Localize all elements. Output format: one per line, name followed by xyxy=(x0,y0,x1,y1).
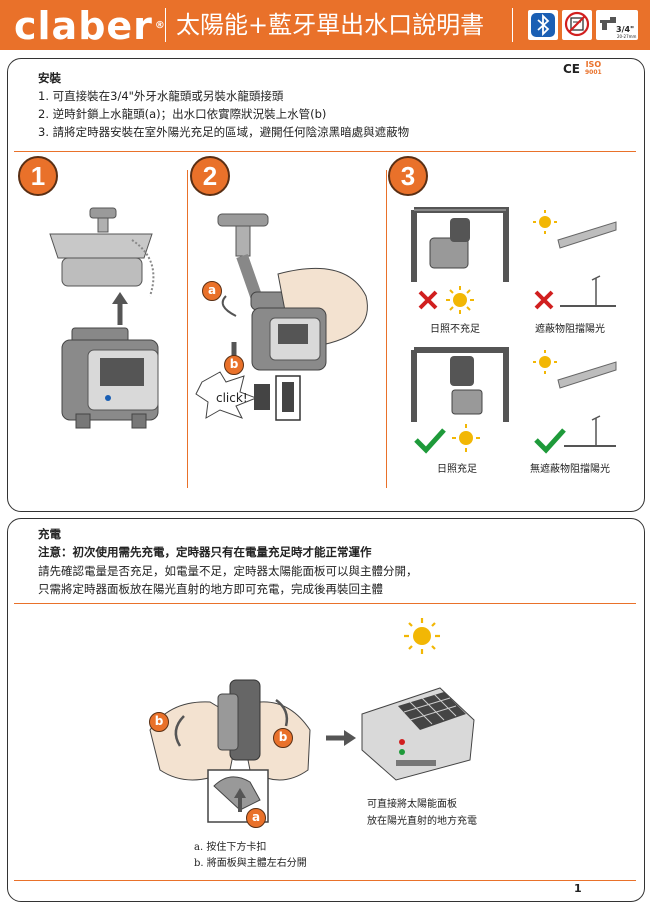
caption-no-block: 無遮蔽物阻擋陽光 xyxy=(530,464,610,475)
header-bar: claber® 太陽能+藍牙單出水口說明書 3/4" 20-27mm xyxy=(0,0,650,50)
charging-label-b-right: b xyxy=(273,728,293,748)
charging-label-a: a xyxy=(246,808,266,828)
ce-mark: CE xyxy=(563,62,581,76)
label-a: a xyxy=(202,281,222,301)
step-2-illustration xyxy=(195,213,368,421)
page-title: 太陽能+藍牙單出水口說明書 xyxy=(176,11,485,39)
install-line-2: 2. 逆時針鎖上水龍頭(a)；出水口依實際狀況裝上水管(b) xyxy=(38,107,327,121)
svg-text:20-27mm: 20-27mm xyxy=(617,34,637,39)
caption-left-2: b. 將面板與主體左右分開 xyxy=(194,858,307,869)
install-line-3: 3. 請將定時器安裝在室外陽光充足的區域，避開任何陰涼黑暗處與遮蔽物 xyxy=(38,125,410,139)
step-divider xyxy=(386,170,387,488)
click-label: click! xyxy=(216,391,248,405)
install-line-1: 1. 可直接裝在3/4"外牙水龍頭或另裝水龍頭接頭 xyxy=(38,89,284,103)
caption-blocked: 遮蔽物阻擋陽光 xyxy=(535,324,605,335)
charging-line-2: 只需將定時器面板放在陽光直射的地方即可充電，完成後再裝回主體 xyxy=(38,582,383,596)
caption-sun-ok: 日照充足 xyxy=(437,464,477,475)
step-1-illustration xyxy=(49,207,159,429)
caption-right-1: 可直接將太陽能面板 xyxy=(367,799,457,810)
svg-text:3/4": 3/4" xyxy=(616,25,634,34)
install-divider xyxy=(14,151,636,152)
charging-divider xyxy=(14,603,636,604)
header-divider xyxy=(512,8,513,42)
no-drinking-water-icon xyxy=(562,10,592,40)
install-title: 安裝 xyxy=(38,71,61,85)
charging-panel xyxy=(7,518,645,902)
charging-title: 充電 xyxy=(38,527,61,541)
bluetooth-icon xyxy=(528,10,558,40)
caption-right-2: 放在陽光直射的地方充電 xyxy=(367,816,477,827)
step-3-illustration xyxy=(411,207,617,454)
charging-label-b-left: b xyxy=(149,712,169,732)
step-3-badge: 3 xyxy=(388,156,428,196)
faucet-size-icon: 3/4" 20-27mm xyxy=(596,10,638,40)
charging-illustration xyxy=(149,618,475,823)
bottom-divider xyxy=(14,880,636,881)
page-number: 1 xyxy=(574,882,582,895)
charging-note: 注意：初次使用需先充電，定時器只有在電量充足時才能正常運作 xyxy=(38,545,372,559)
step-1-badge: 1 xyxy=(18,156,58,196)
caption-left-1: a. 按住下方卡扣 xyxy=(194,842,267,853)
label-b: b xyxy=(224,355,244,375)
step-2-badge: 2 xyxy=(190,156,230,196)
header-divider xyxy=(165,8,166,42)
step-divider xyxy=(187,170,188,488)
charging-line-1: 請先確認電量是否充足，如電量不足，定時器太陽能面板可以與主體分開， xyxy=(38,564,418,578)
caption-no-sun: 日照不充足 xyxy=(430,324,480,335)
brand-logo: claber® xyxy=(14,4,166,48)
